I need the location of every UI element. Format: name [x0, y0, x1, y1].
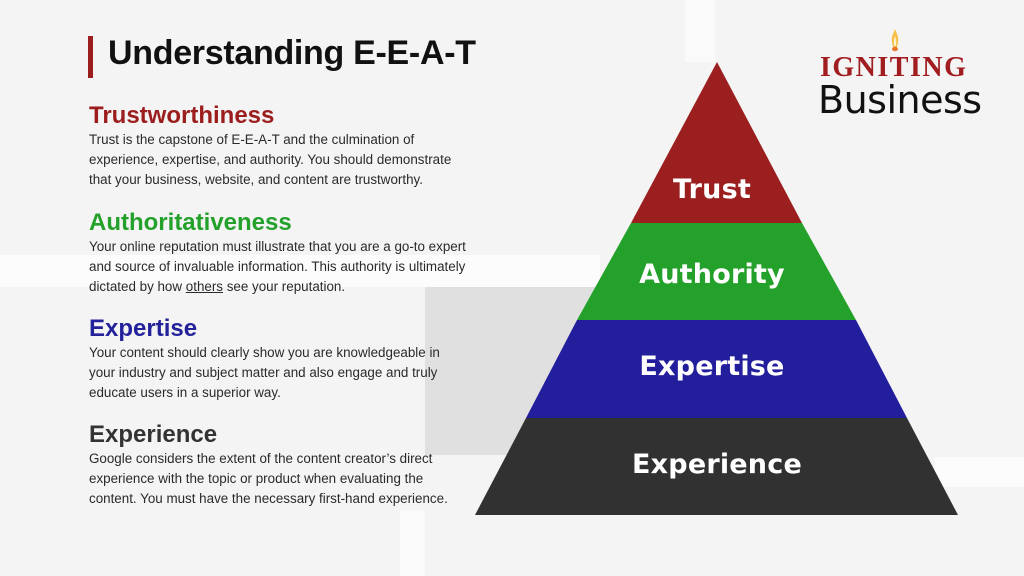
section-body: Google considers the extent of the conte…: [89, 451, 448, 506]
pyramid-label-trust: Trust: [673, 174, 751, 205]
section-body: Trust is the capstone of E-E-A-T and the…: [89, 132, 452, 187]
section-body: Your content should clearly show you are…: [89, 345, 440, 400]
body-text: Your online reputation must illustrate t…: [89, 239, 466, 294]
section-authoritativeness: Authoritativeness Your online reputation…: [89, 209, 469, 297]
background-band: [0, 255, 600, 287]
section-experience: Experience Google considers the extent o…: [89, 421, 469, 509]
pyramid-tier-expertise: [526, 320, 907, 418]
pyramid-tier-experience: [475, 418, 958, 515]
body-text: see your reputation.: [223, 279, 346, 294]
pyramid-label-expertise: Expertise: [639, 351, 785, 382]
section-trustworthiness: Trustworthiness Trust is the capstone of…: [89, 102, 469, 190]
section-body: Your online reputation must illustrate t…: [89, 237, 469, 297]
section-heading: Trustworthiness: [89, 102, 275, 129]
section-heading: Authoritativeness: [89, 209, 292, 236]
background-band: [400, 510, 425, 576]
igniting-business-logo: IGNITING Business: [818, 29, 1008, 126]
pyramid-tier-trust: [631, 62, 802, 223]
background-band: [935, 457, 1024, 487]
underlined-emphasis: others: [185, 279, 223, 294]
section-heading: Expertise: [89, 315, 198, 342]
title-accent-bar: [88, 36, 93, 78]
logo-wordmark-business: Business: [818, 78, 982, 122]
section-heading: Experience: [89, 421, 218, 448]
background-band: [685, 0, 715, 62]
pyramid-label-authority: Authority: [639, 259, 785, 290]
section-expertise: Expertise Your content should clearly sh…: [89, 315, 469, 403]
page-title: Understanding E-E-A-T: [108, 34, 476, 72]
pyramid-tier-authority: [577, 223, 856, 320]
logo-wordmark-igniting: IGNITING: [820, 52, 968, 83]
pyramid-label-experience: Experience: [632, 449, 802, 480]
flame-icon: [891, 29, 899, 52]
